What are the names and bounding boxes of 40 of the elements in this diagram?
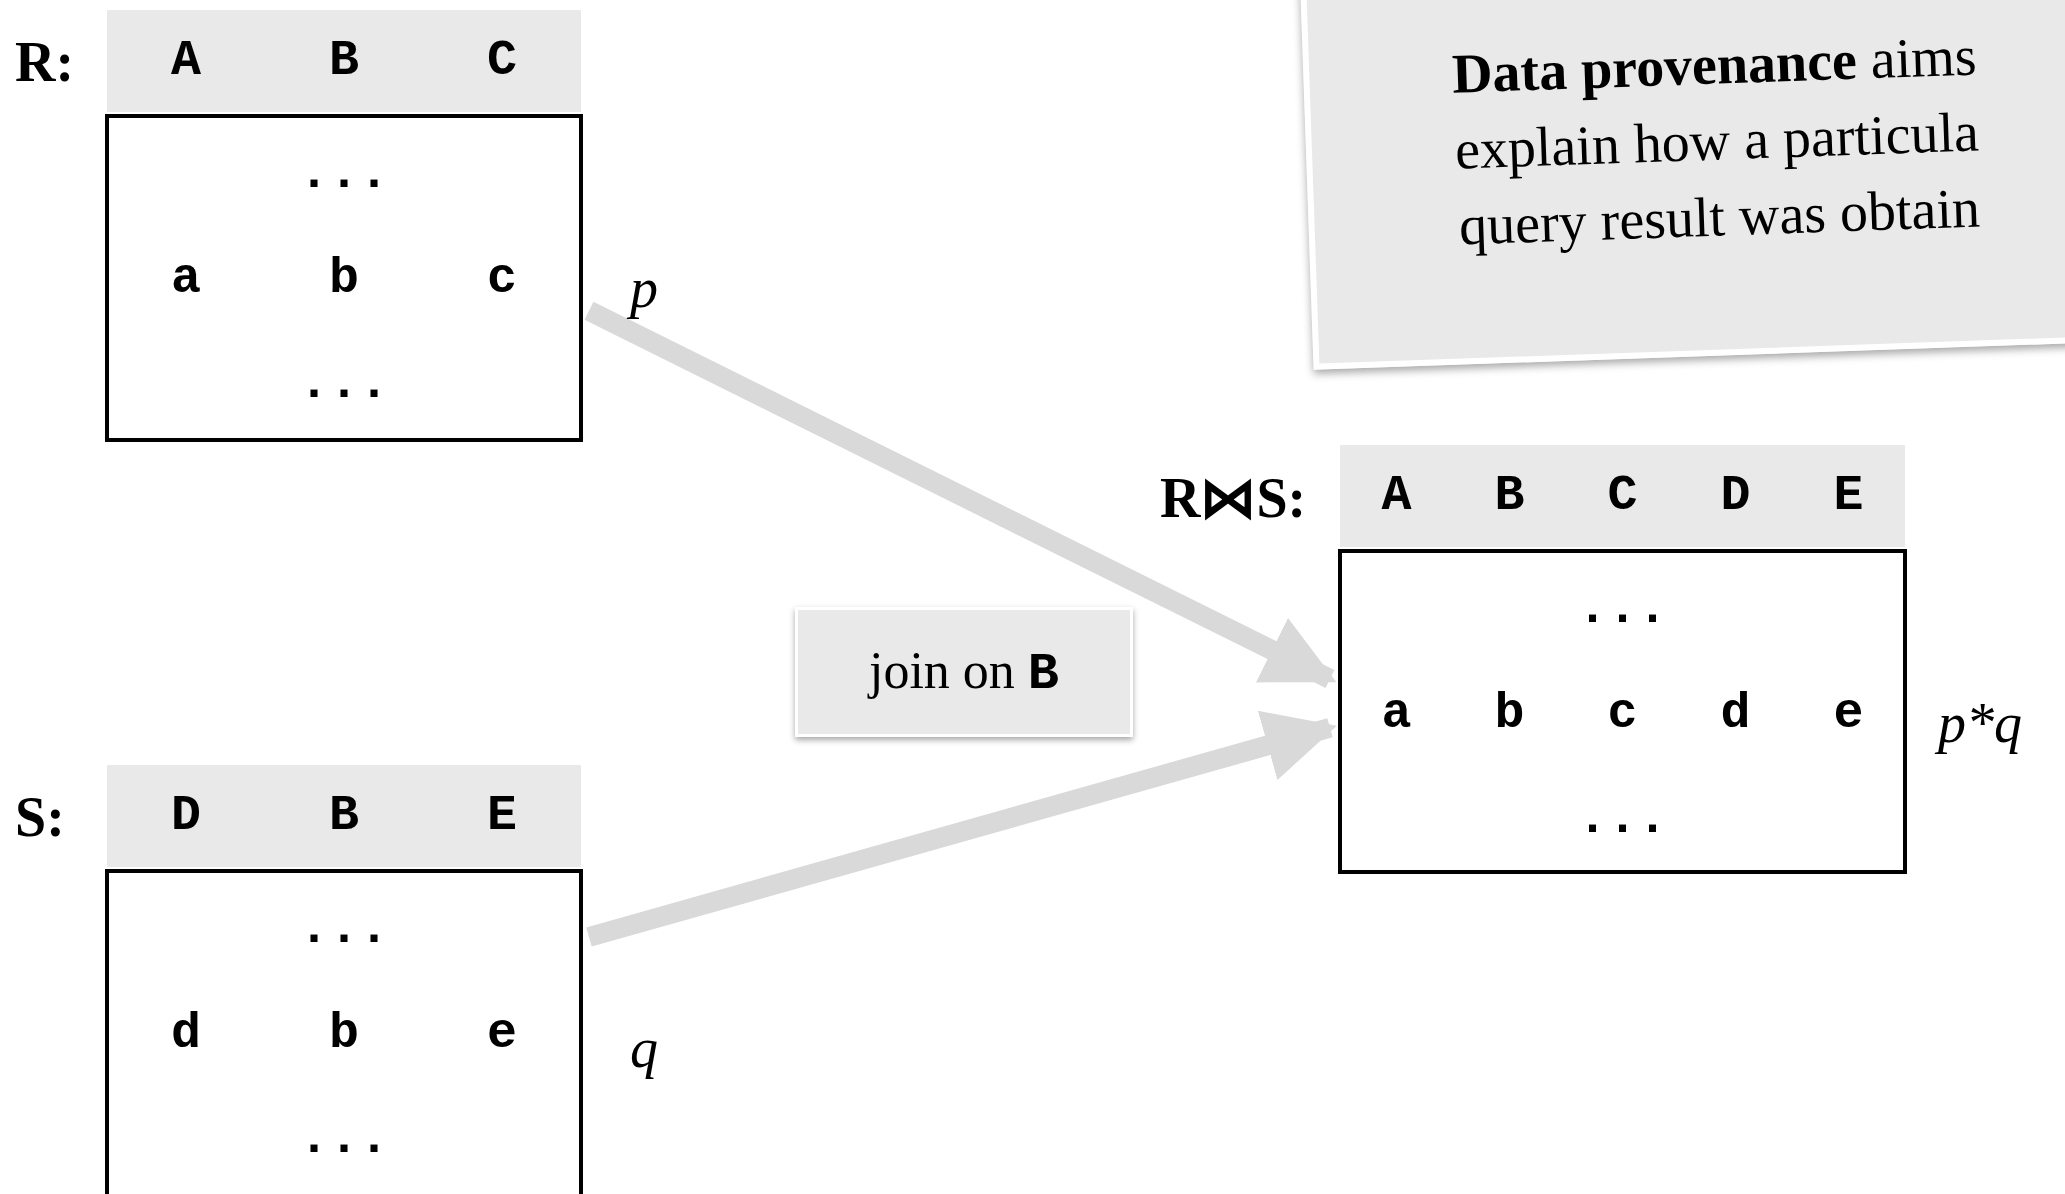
column-header: E [487,791,517,841]
column-header: D [171,791,201,841]
table-cell: d [1720,689,1751,739]
column-header: A [171,36,201,86]
table [1160,445,1905,875]
label-box [795,607,1133,737]
column-header: D [1720,471,1751,521]
table-name: R: [15,30,75,94]
table [15,10,581,443]
table-cell: b [329,1009,359,1059]
table-cell: e [1833,689,1864,739]
table-cell: b [1494,689,1525,739]
ellipsis: ... [299,149,389,199]
table-name: R⋈S: [1160,466,1307,530]
column-header: E [1833,471,1864,521]
table-cell: a [171,254,201,304]
ellipsis: ... [299,1114,389,1164]
table-cell: d [171,1009,201,1059]
column-header: C [487,36,517,86]
table-cell: c [1607,689,1638,739]
ellipsis: ... [1577,794,1668,844]
column-header: B [329,791,359,841]
column-header: A [1381,471,1412,521]
ellipsis: ... [1577,584,1668,634]
column-header: B [1494,471,1525,521]
table-name: S: [15,785,65,849]
table [15,765,581,1194]
table-cell: e [487,1009,517,1059]
arrow [584,301,1337,688]
note-card [1300,0,2065,370]
column-header: C [1607,471,1638,521]
column-header: B [329,36,359,86]
ellipsis: ... [299,359,389,409]
label-text: join on B [868,640,1060,704]
table-cell: c [487,254,517,304]
table-cell: b [329,254,359,304]
arrow [586,710,1337,947]
note-text: Data provenance aims explain how a particula query result was obtain [1449,23,1982,259]
table-cell: a [1381,689,1412,739]
ellipsis: ... [299,904,389,954]
